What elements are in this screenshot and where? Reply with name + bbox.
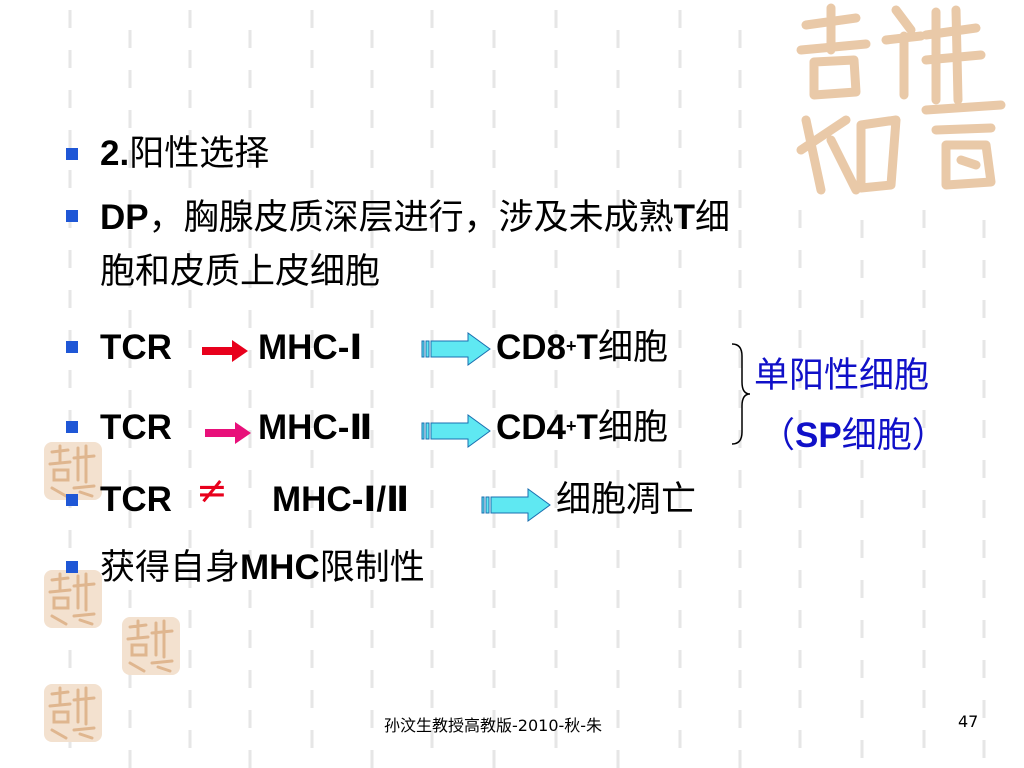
bullet-heading: 2.阳性选择 [100, 132, 269, 176]
bullet-dp-line2: 胞和皮质上皮细胞 [100, 250, 380, 294]
row2-mhc: MHC-Ⅱ [258, 408, 373, 447]
not-equal-icon: ≠ [196, 468, 228, 512]
bullet-marker [66, 561, 78, 573]
decorative-logo-large [796, 3, 1006, 195]
right-brace-icon [731, 343, 751, 445]
bullet-marker [66, 210, 78, 222]
bullet-mhc-restriction: 获得自身MHC限制性 [100, 546, 425, 590]
bullet-marker [66, 148, 78, 160]
sp-cell: 细胞 [841, 416, 912, 456]
sp-close: ） [911, 416, 947, 456]
cyan-block-arrow-icon [481, 488, 551, 522]
sp-abbr: SP [795, 416, 842, 455]
dp-text: ，胸腺皮质深层进行，涉及未成熟 [148, 198, 674, 238]
row2-t: T [576, 408, 598, 447]
row2-sup: + [566, 416, 577, 436]
bullet-dp: DP，胸腺皮质深层进行，涉及未成熟T细 [100, 196, 730, 240]
row2-cell: 细胞 [597, 408, 668, 448]
footer-text: 孙汶生教授高教版-2010-秋-朱 [384, 716, 603, 735]
sp-label-line2: （SP细胞） [760, 414, 947, 458]
dp-t: T [673, 198, 696, 237]
row1-mhc: MHC-Ⅰ [258, 328, 363, 367]
row1-result: CD8+T细胞 [496, 326, 668, 370]
decorative-logo-small [44, 442, 102, 500]
dp-line2-text: 胞和皮质上皮细胞 [100, 252, 381, 292]
dp-label: DP [100, 198, 149, 237]
mhc-restriction-bold: MHC [240, 548, 320, 587]
sp-open: （ [760, 416, 796, 456]
decorative-logo-small [44, 684, 102, 742]
bullet-marker [66, 341, 78, 353]
row1-t: T [576, 328, 598, 367]
mhc-restriction-post: 限制性 [319, 548, 425, 588]
bullet-marker [66, 421, 78, 433]
row3-result: 细胞凋亡 [556, 480, 697, 520]
mhc-restriction-pre: 获得自身 [100, 548, 241, 588]
row3-tcr: TCR [100, 480, 172, 519]
decorative-logo-small [122, 617, 180, 675]
dp-tail: 细 [695, 198, 731, 238]
row1-cd: CD8 [496, 328, 567, 367]
row2-result: CD4+T细胞 [496, 406, 668, 450]
row2-cd: CD4 [496, 408, 567, 447]
red-arrow-icon [202, 340, 248, 362]
decorative-logo-small [44, 570, 102, 628]
row1-cell: 细胞 [597, 328, 668, 368]
heading-number: 2. [100, 134, 130, 173]
pink-arrow-icon [205, 422, 251, 444]
bullet-marker [66, 494, 78, 506]
heading-text: 阳性选择 [129, 134, 270, 174]
page-number: 47 [958, 712, 979, 731]
row2-tcr: TCR [100, 408, 172, 447]
sp-label-line1: 单阳性细胞 [754, 356, 930, 396]
row1-sup: + [566, 336, 577, 356]
row1-tcr: TCR [100, 328, 172, 367]
cyan-block-arrow-icon [421, 332, 491, 366]
row3-mhc: MHC-Ⅰ/Ⅱ [272, 480, 410, 519]
cyan-block-arrow-icon [421, 414, 491, 448]
